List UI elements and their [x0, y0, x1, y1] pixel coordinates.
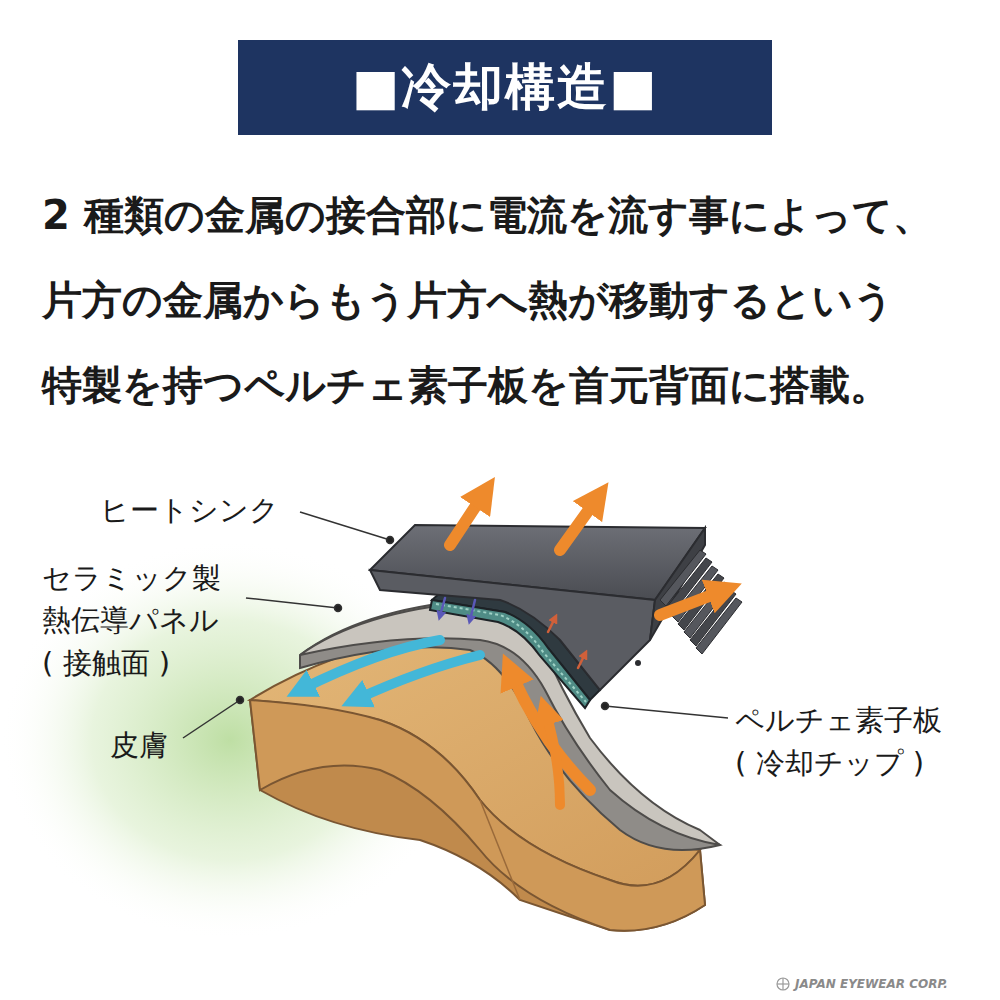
watermark: JAPAN EYEWEAR CORP. [795, 977, 948, 991]
skin [250, 629, 705, 931]
description-line: 2 種類の金属の接合部に電流を流す事によって、 [42, 191, 933, 239]
part-label: ( 冷却チップ ) [735, 746, 924, 781]
part-label: ( 接触面 ) [42, 646, 170, 681]
description-line: 特製を持つペルチェ素子板を首元背面に搭載。 [42, 361, 890, 409]
description-line: 片方の金属からもう片方へ熱が移動するという [42, 276, 894, 324]
watermark-logo [777, 978, 789, 990]
part-label: 皮膚 [110, 728, 168, 763]
part-label: ヒートシンク [100, 493, 279, 528]
leader-lines [183, 512, 728, 738]
ceramic-panel [300, 600, 720, 850]
title-band: ■冷却構造■ [238, 40, 772, 135]
part-label: セラミック製 [42, 561, 221, 596]
part-label: ペルチェ素子板 [735, 703, 942, 738]
heat-arrows [300, 492, 725, 805]
part-label: 熱伝導パネル [42, 603, 219, 638]
title: ■冷却構造■ [352, 54, 658, 121]
